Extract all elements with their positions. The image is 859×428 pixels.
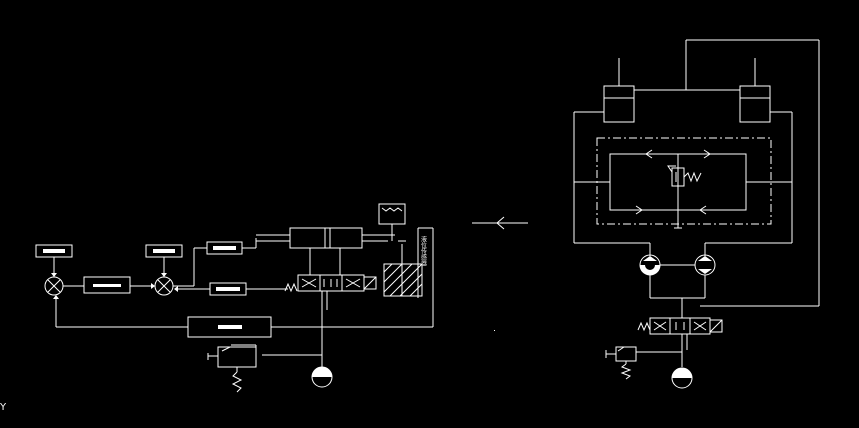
- check-valve-icon: [472, 216, 528, 230]
- controller-block: [83, 276, 131, 294]
- summing-junction-icon: [44, 276, 64, 296]
- left-control-diagram: 液位传感器: [35, 227, 434, 338]
- solenoid-valve-icon: [278, 268, 377, 360]
- valve-block-frame: [596, 137, 772, 225]
- vertical-note-label: 液位传感器: [420, 235, 427, 267]
- spring-icon: [620, 361, 632, 380]
- hydraulic-pump-icon: [671, 367, 693, 389]
- cylinder-right: [739, 85, 771, 123]
- hydraulic-cylinder-left: [256, 227, 395, 268]
- load-tank: [378, 203, 423, 297]
- hydraulic-pump-icon: [639, 254, 661, 276]
- right-hydraulic-circuit: [573, 39, 820, 389]
- relief-valve-icon: [207, 344, 322, 368]
- relief-valve-icon: [605, 346, 682, 362]
- cylinder-left: [603, 85, 635, 123]
- ucs-axis-label: Y: [0, 402, 7, 413]
- hydraulic-pump-icon: [694, 254, 716, 276]
- summing-junction-icon: [154, 276, 174, 296]
- spring-icon: [231, 367, 243, 393]
- solenoid-valve-icon: [637, 317, 723, 367]
- hydraulic-pump-icon: [311, 360, 333, 388]
- stray-point: [494, 330, 495, 331]
